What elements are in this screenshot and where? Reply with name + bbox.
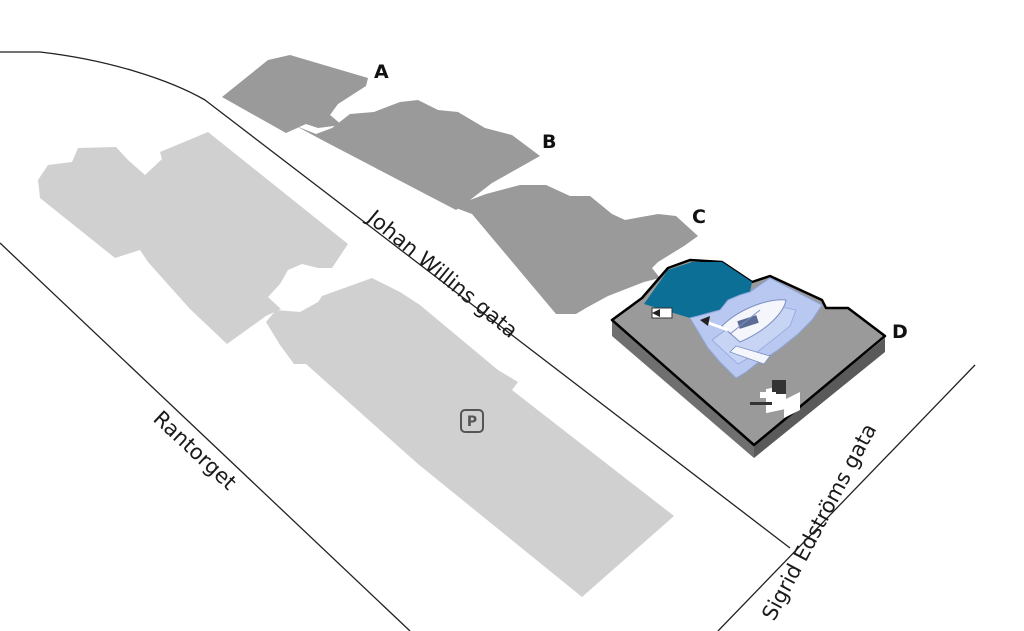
light-block-parking: [266, 278, 674, 597]
building-d-side: [612, 320, 754, 458]
building-d: [610, 258, 887, 458]
parking-label: P: [467, 414, 477, 430]
street-line-sigrid: [717, 364, 976, 631]
street-lines: [0, 51, 976, 631]
building-label-c: C: [692, 206, 706, 228]
highlight-area: [644, 262, 752, 318]
building-label-b: B: [542, 131, 556, 153]
parking-icon: P: [460, 409, 484, 433]
building-c: [456, 185, 698, 314]
light-block-north: [38, 132, 348, 344]
street-line-top: [0, 51, 791, 549]
building-a: [222, 55, 368, 133]
street-line-rantorget: [0, 242, 411, 631]
building-label-d: D: [892, 321, 908, 343]
entrance-marker-icon: [651, 307, 673, 319]
boat-icon: [721, 299, 787, 365]
street-label-rantorget: Rantorget: [149, 406, 242, 495]
light-blocks: P: [38, 132, 674, 597]
stair-core: [750, 380, 800, 418]
building-d-front: [754, 338, 885, 458]
building-b: [296, 100, 540, 210]
building-label-a: A: [374, 61, 389, 83]
existing-buildings: [222, 55, 698, 314]
entrance-arrow-icon: [700, 316, 729, 332]
street-label-sigrid-edstroms-gata: Sigrid Edströms gata: [757, 420, 881, 625]
